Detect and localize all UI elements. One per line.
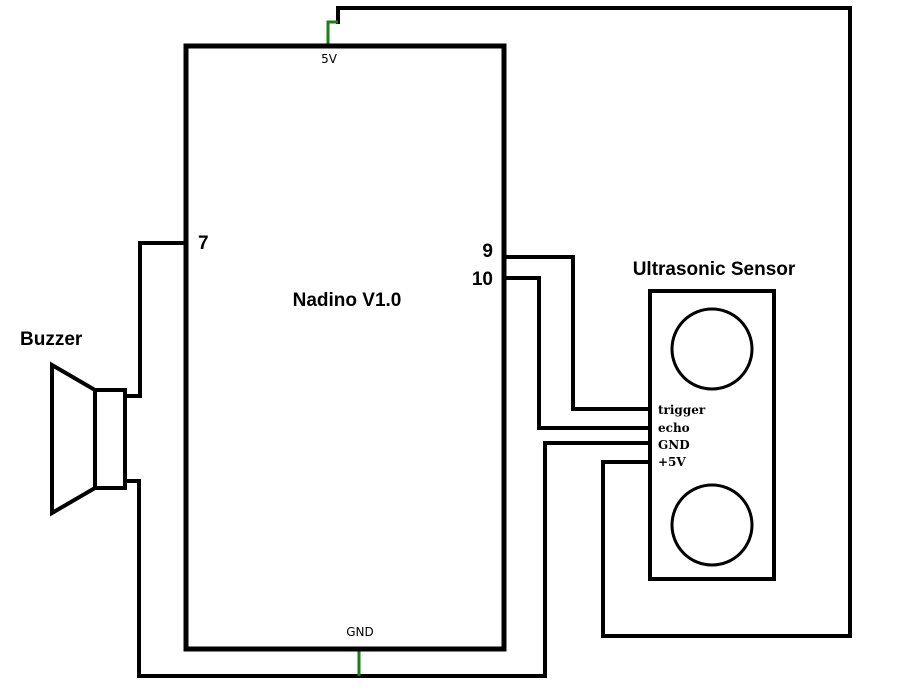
board-pin-gnd-label: GND bbox=[346, 625, 374, 639]
wires bbox=[123, 6, 852, 678]
board-name: Nadino V1.0 bbox=[293, 290, 402, 311]
sensor-pin-echo: echo bbox=[658, 421, 690, 435]
wire-gnd bbox=[123, 441, 652, 678]
sensor-transducer-top-icon bbox=[670, 307, 754, 391]
wire-5v bbox=[336, 6, 852, 638]
board-pin-9-label: 9 bbox=[482, 241, 493, 262]
wire-pin7-buzzer bbox=[123, 241, 188, 398]
board-pin-5v-label: 5V bbox=[321, 52, 338, 66]
wire-pin9-trigger bbox=[503, 255, 652, 411]
sensor-pin-gnd: GND bbox=[658, 438, 690, 452]
sensor-pin-trigger: trigger bbox=[658, 403, 706, 417]
sensor-pin-vcc: +5V bbox=[658, 455, 686, 469]
wire-pin10-echo bbox=[503, 276, 652, 430]
board-outline bbox=[183, 43, 507, 652]
buzzer-icon bbox=[50, 361, 127, 517]
board-pin-10-label: 10 bbox=[472, 269, 493, 290]
buzzer-label: Buzzer bbox=[20, 329, 83, 350]
board-pin-7-label: 7 bbox=[198, 233, 209, 254]
power-stub-5v bbox=[326, 20, 338, 46]
sensor-title: Ultrasonic Sensor bbox=[633, 259, 796, 280]
sensor-transducer-bottom-icon bbox=[670, 483, 754, 567]
